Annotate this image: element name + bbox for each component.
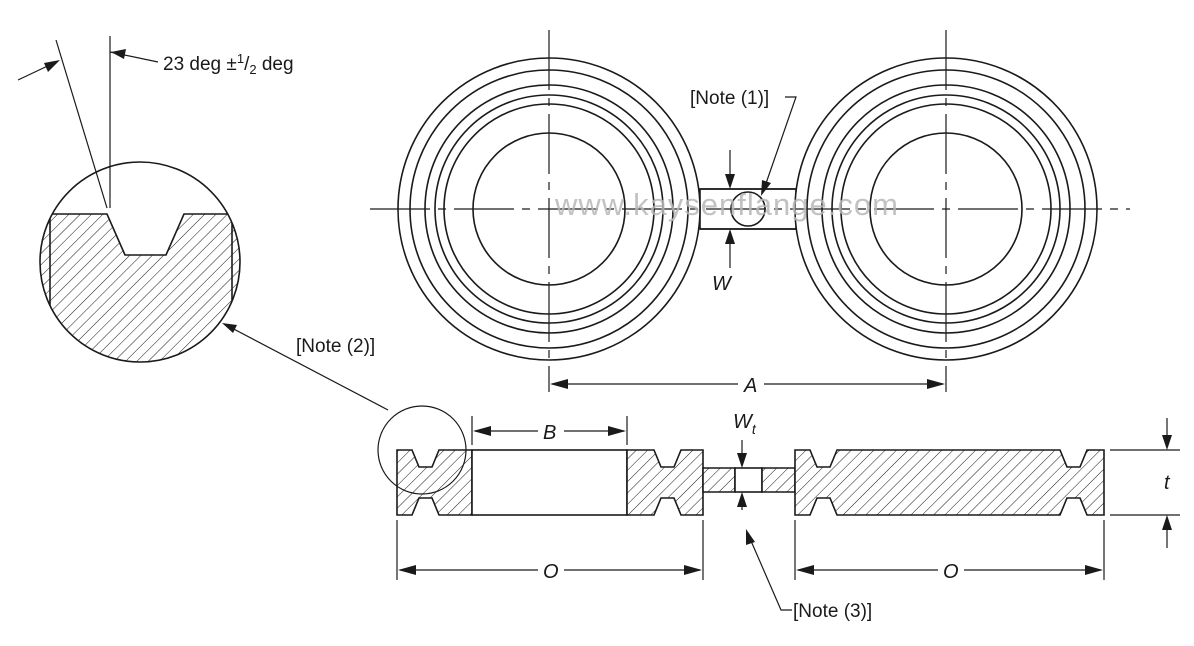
dim-B-label: B (543, 422, 556, 444)
plan-view: W [Note (1)] A (370, 30, 1130, 397)
watermark: www.kaysenflange.com (554, 187, 899, 222)
angle-label: 23 deg ±1/2 deg (163, 51, 294, 77)
open-bore (471, 449, 628, 516)
note1-label: [Note (1)] (690, 88, 769, 109)
section-view: B Wt [Note (3)] O O t (377, 405, 1180, 622)
dim-O-right-label: O (943, 561, 959, 583)
dim-Wt-label: Wt (733, 411, 757, 437)
note3-label: [Note (3)] (793, 601, 872, 622)
angle-slanted-line (55, 39, 108, 209)
dim-W-label: W (712, 273, 733, 295)
left-ring-section-left (396, 449, 473, 516)
dim-A-label: A (743, 375, 757, 397)
groove-detail-view: 23 deg ±1/2 deg (17, 36, 294, 363)
dim-t-label: t (1164, 472, 1171, 494)
detail-section-hatch (40, 213, 240, 362)
detail-circle (39, 161, 241, 363)
note2-callout: [Note (2)] (222, 323, 389, 411)
dim-O-left-label: O (543, 561, 559, 583)
web-section-left (702, 467, 736, 493)
web-section-hole (734, 467, 763, 493)
detail-callout-circle (377, 405, 467, 495)
web-section-right (761, 467, 796, 493)
note2-label: [Note (2)] (296, 336, 375, 357)
left-ring-section-right (626, 449, 704, 516)
blind-section (794, 449, 1105, 516)
